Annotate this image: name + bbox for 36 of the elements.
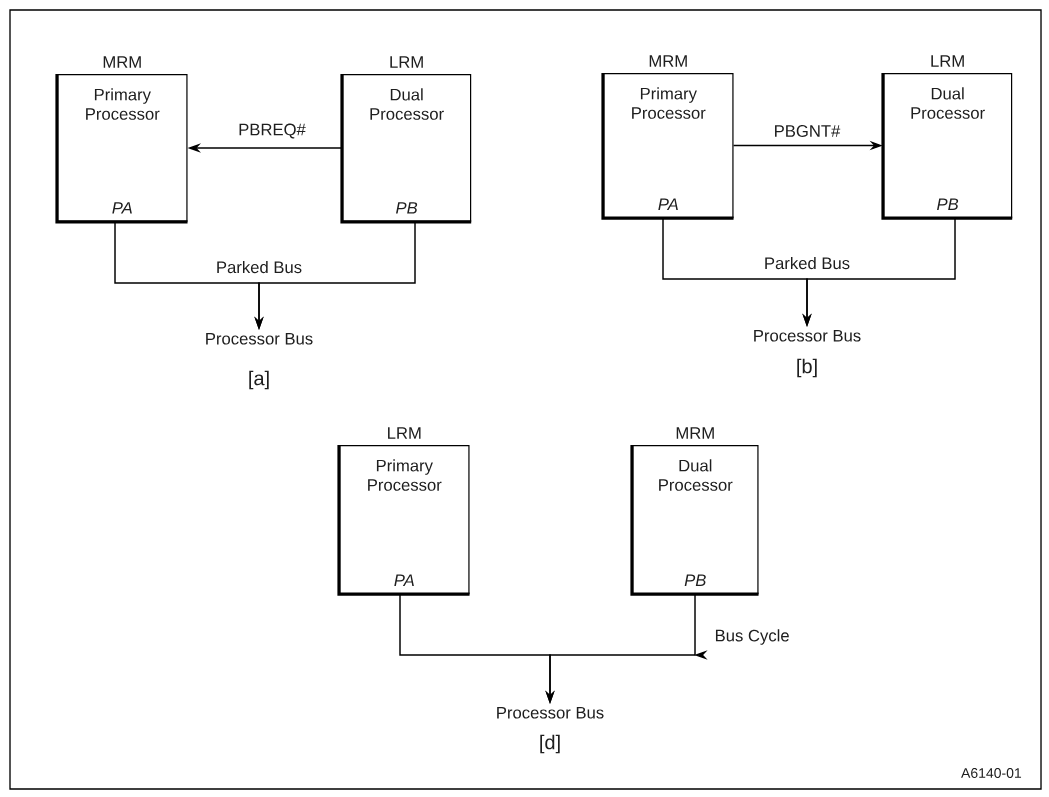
edge-label: Parked Bus	[214, 259, 304, 275]
node-label: Dual Processor	[659, 459, 733, 491]
edge-label: PBGNT#	[772, 123, 842, 139]
figure-number: A6140-01	[961, 768, 1022, 778]
edge-label: Bus Cycle	[713, 627, 791, 647]
edge-label: PBREQ#	[236, 122, 308, 140]
node-label: PA	[394, 574, 414, 586]
processor-box: Primary Processor PA	[337, 445, 470, 596]
module-label: LRM	[390, 56, 423, 68]
module-label: MRM	[649, 55, 687, 67]
processor-box: Dual Processor PB	[881, 73, 1013, 220]
module-label: MRM	[676, 427, 714, 439]
module-label: LRM	[931, 55, 964, 67]
bus-label: Processor Bus	[206, 332, 313, 345]
bus-label: Processor Bus	[497, 706, 604, 719]
panel-caption: [b]	[797, 358, 817, 378]
module-label: LRM	[388, 427, 421, 439]
edge-label: Parked Bus	[762, 255, 852, 271]
panel-caption: [d]	[540, 734, 560, 754]
processor-box: Primary Processor PA	[601, 73, 734, 220]
node-label: PA	[658, 198, 678, 210]
node-label: PA	[112, 202, 132, 214]
node-label: PB	[937, 198, 959, 210]
processor-box: Primary Processor PA	[55, 74, 188, 224]
node-label: Dual Processor	[911, 87, 985, 119]
node-label: Dual Processor	[370, 88, 444, 120]
node-label: Primary Processor	[368, 459, 442, 491]
processor-box: Dual Processor PB	[630, 445, 759, 596]
module-label: MRM	[103, 56, 141, 68]
node-label: Primary Processor	[86, 88, 160, 120]
node-label: Primary Processor	[632, 87, 706, 119]
processor-box: Dual Processor PB	[340, 74, 472, 224]
node-label: PB	[396, 202, 418, 214]
node-label: PB	[684, 574, 706, 586]
bus-label: Processor Bus	[754, 329, 861, 342]
panel-caption: [a]	[249, 370, 269, 390]
